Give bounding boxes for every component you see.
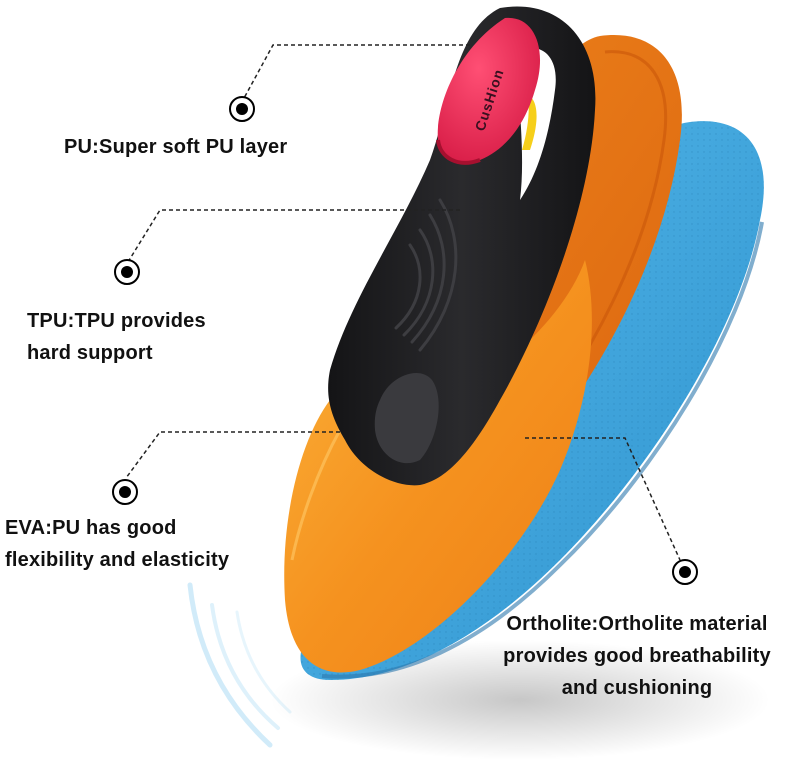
- pu-label: PU:Super soft PU layer: [64, 131, 287, 163]
- ortholite-label-line-3: and cushioning: [561, 677, 713, 699]
- pu-leader-line: [242, 44, 470, 101]
- eva-label-line-1: EVA:PU has good: [5, 517, 177, 539]
- ortholite-leader-line: [525, 437, 681, 561]
- eva-marker-icon: [112, 479, 138, 505]
- ortholite-label: Ortholite:Ortholite material provides go…: [478, 608, 796, 704]
- callout-leaders: [125, 44, 681, 561]
- motion-swoosh-icon: [187, 582, 292, 748]
- ortholite-label-line-2: provides good breathability: [503, 645, 771, 667]
- ortholite-label-line-1: Ortholite:Ortholite material: [506, 613, 768, 635]
- eva-leader-line: [125, 431, 340, 479]
- eva-label: EVA:PU has good flexibility and elastici…: [5, 512, 229, 576]
- tpu-marker-icon: [114, 259, 140, 285]
- tpu-label-line-2: hard support: [27, 342, 153, 364]
- eva-label-line-2: flexibility and elasticity: [5, 549, 230, 571]
- tpu-leader-line: [127, 209, 460, 263]
- pu-label-line-1: PU:Super soft PU layer: [64, 136, 288, 158]
- tpu-label-line-1: TPU:TPU provides: [27, 310, 206, 332]
- pu-layer: CusHion: [436, 17, 541, 165]
- callout-markers: [112, 96, 698, 585]
- ortholite-marker-icon: [672, 559, 698, 585]
- pu-marker-icon: [229, 96, 255, 122]
- tpu-label: TPU:TPU provides hard support: [27, 305, 206, 369]
